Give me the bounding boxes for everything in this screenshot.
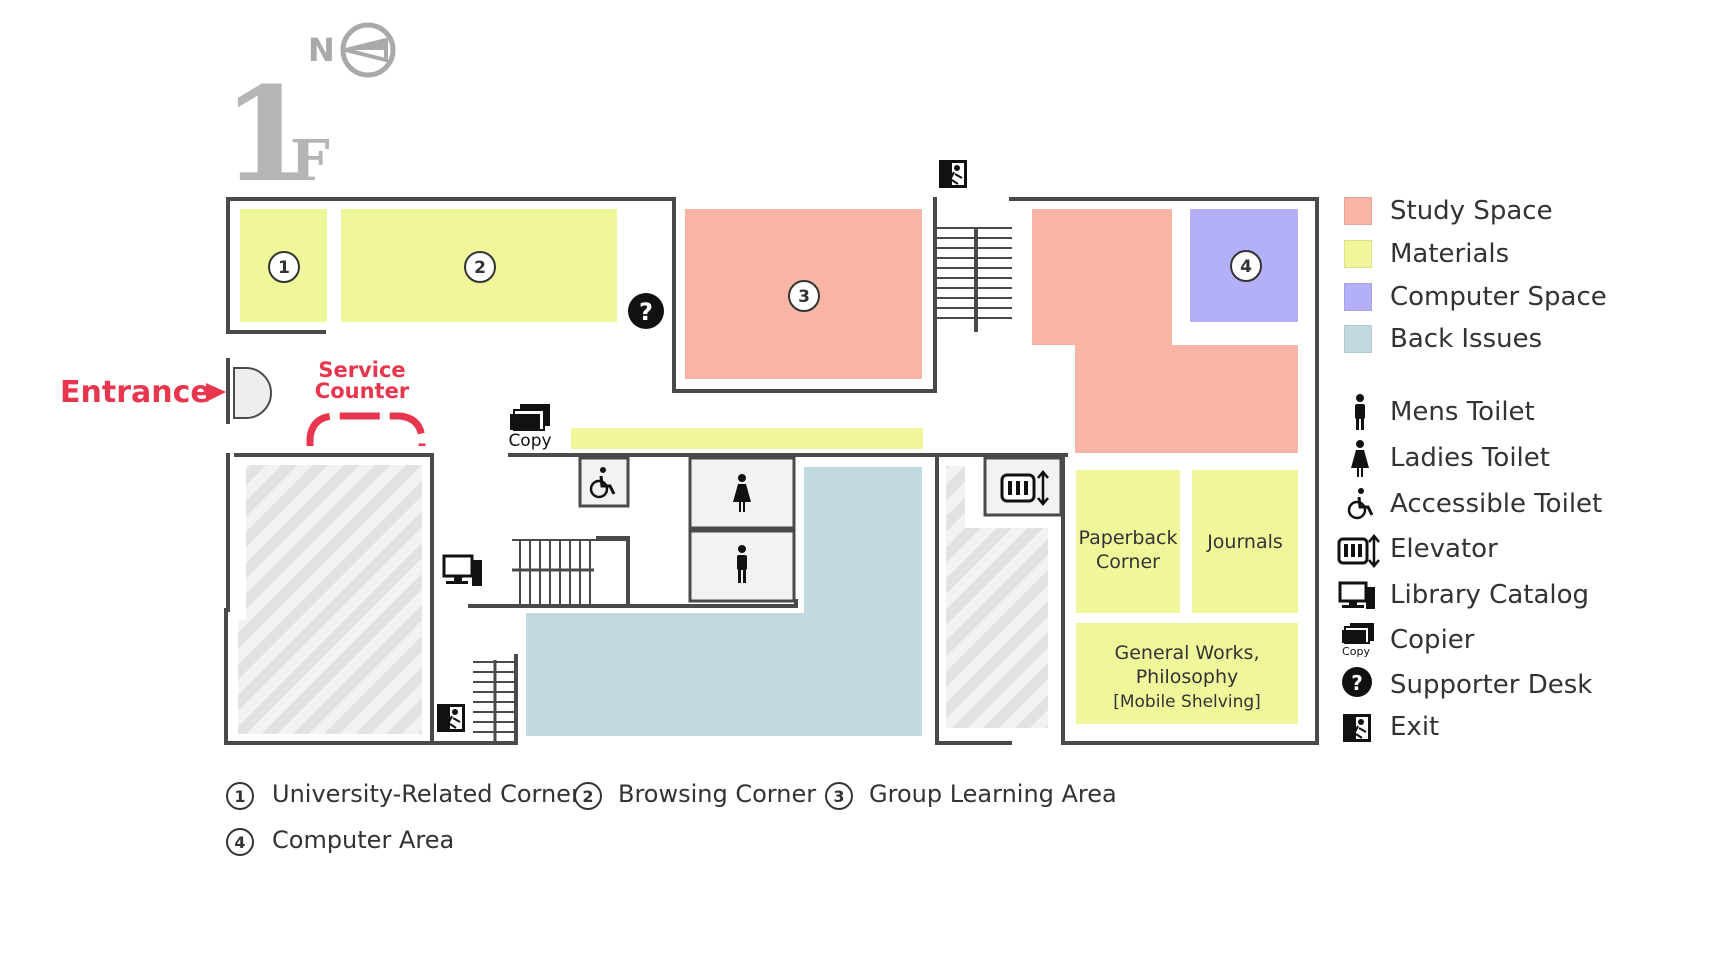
legend-swatch-computer-space [1344,283,1372,311]
legend-label-library-catalog: Library Catalog [1390,580,1590,610]
area-number-3: 3 [788,280,820,312]
legend-label-computer-space: Computer Space [1390,282,1607,312]
legend-supporter-desk-icon: ? [1342,667,1372,697]
legend-exit-icon [1343,714,1371,742]
stairs-south [473,660,517,742]
service-counter-label: Counter [315,379,410,403]
legend-mens-toilet-icon [1355,394,1365,430]
key-number-3: 3 [825,782,853,810]
entrance-arrow-icon [206,383,226,402]
accessible-toilet-icon[interactable] [589,467,616,499]
study-space-east [1032,209,1298,453]
legend-accessible-toilet-icon [1347,488,1374,520]
legend-label-back-issues: Back Issues [1390,324,1543,354]
mens-toilet-icon[interactable] [737,545,747,583]
back-issues-area [526,467,922,736]
elevator-icon[interactable] [1000,470,1049,506]
general-works-label: [Mobile Shelving] [1113,692,1261,712]
journals-label: Journals [1206,531,1283,553]
legend-label-supporter-desk: Supporter Desk [1390,670,1593,700]
floor-suffix: F [290,128,330,194]
key-number-1: 1 [226,782,254,810]
key-number-4: 4 [226,828,254,856]
svg-text:2: 2 [474,258,486,278]
legend-copier-icon: Copy [1342,623,1374,658]
area-number-4: 4 [1230,250,1262,282]
legend-swatch-materials [1344,240,1372,268]
exit-icon[interactable] [437,704,465,732]
paperback-corner-label: Paperback [1079,527,1178,549]
legend-label-study-space: Study Space [1390,196,1553,226]
general-works-area [1076,623,1298,724]
svg-text:?: ? [1351,671,1363,695]
key-label-2: Browsing Corner [618,780,817,808]
stairs-north [936,227,1012,332]
compass-north-label: N [308,31,335,69]
legend-label-elevator: Elevator [1390,534,1498,564]
library-catalog-icon[interactable] [442,554,482,586]
walls [224,197,1319,745]
journals-area [1192,470,1298,613]
general-works-label: General Works, [1115,642,1260,664]
entrance-label[interactable]: Entrance [60,375,211,410]
materials-strip [571,428,923,449]
legend-label-ladies-toilet: Ladies Toilet [1390,443,1550,473]
paperback-corner-label: Corner [1096,551,1160,573]
entrance-door[interactable] [233,367,272,419]
legend-ladies-toilet-icon [1351,440,1369,477]
copier-icon[interactable]: Copy [508,404,552,451]
svg-text:3: 3 [798,287,810,307]
supporter-desk-icon[interactable]: ? [628,293,664,329]
area-number-1: 1 [268,251,300,283]
north-compass-icon [340,22,396,78]
key-label-3: Group Learning Area [869,780,1117,808]
svg-text:?: ? [639,298,653,326]
floor-number: 1 [222,58,312,211]
ladies-toilet-icon[interactable] [733,474,751,512]
key-number-2: 2 [574,782,602,810]
hatched-area-west [238,465,422,734]
legend-elevator-icon [1337,534,1380,568]
svg-text:1: 1 [278,258,290,278]
exit-icon[interactable] [939,160,967,188]
paperback-corner-area [1076,470,1180,613]
area-number-2: 2 [464,251,496,283]
service-counter [306,412,426,446]
legend-label-accessible-toilet: Accessible Toilet [1390,489,1603,519]
key-label-4: Computer Area [272,826,455,854]
legend-swatch-study-space [1344,197,1372,225]
svg-text:Copy: Copy [508,431,551,451]
legend-label-exit: Exit [1390,712,1440,742]
ladies-toilet-room [688,456,796,530]
legend-label-materials: Materials [1390,239,1510,269]
stairs-middle [512,539,628,604]
key-label-1: University-Related Corner [272,780,581,808]
service-counter-label: Service [318,358,405,382]
hatched-area-east [946,466,1048,728]
legend-library-catalog-icon [1338,581,1375,609]
svg-text:Copy: Copy [1342,645,1370,658]
general-works-label: Philosophy [1136,666,1239,688]
svg-text:4: 4 [1240,257,1252,277]
legend-swatch-back-issues [1344,325,1372,353]
legend-label-mens-toilet: Mens Toilet [1390,397,1535,427]
accessible-toilet-room [578,456,630,508]
legend-label-copier: Copier [1390,625,1475,655]
